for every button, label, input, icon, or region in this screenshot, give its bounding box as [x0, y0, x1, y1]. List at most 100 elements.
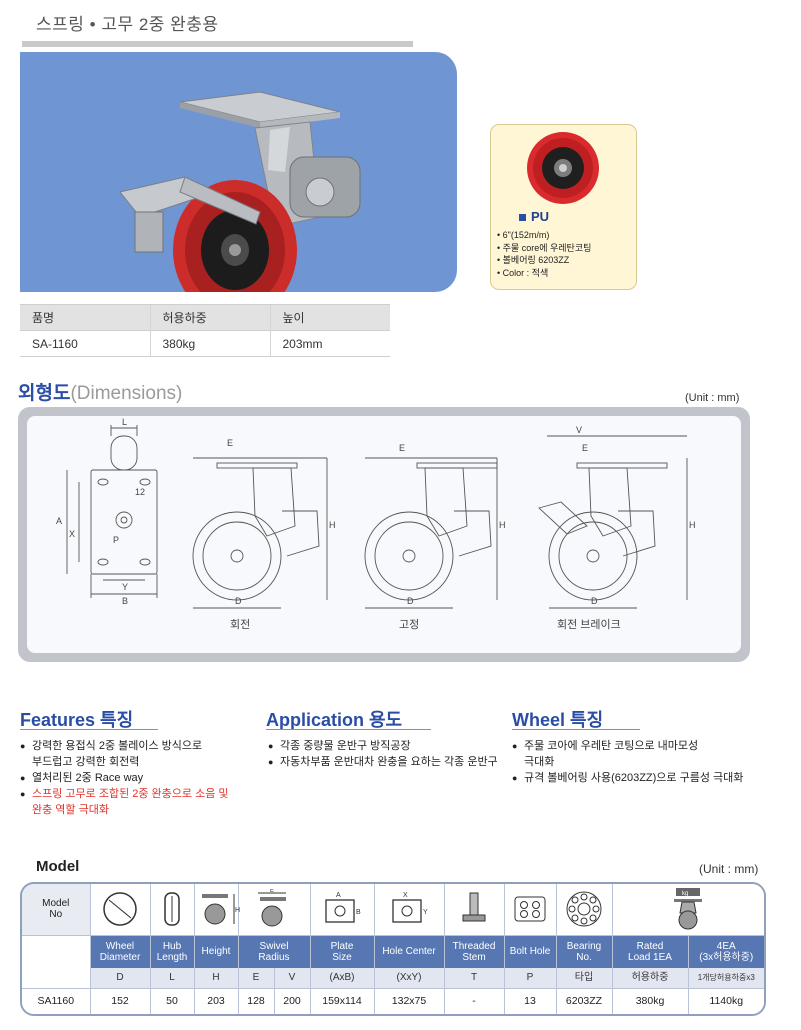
- threaded-stem-icon-cell: [444, 884, 505, 936]
- col-code: V: [274, 968, 311, 989]
- col-name: Bolt Hole: [504, 935, 557, 968]
- bolt-hole-icon: [514, 896, 546, 922]
- bearing-icon: [566, 891, 602, 927]
- col-name: Hole Center: [374, 935, 445, 968]
- feature-item: 부드럽고 강력한 회전력: [32, 756, 140, 768]
- wheel-diameter-icon: [103, 892, 137, 926]
- dimensions-inner: [27, 416, 741, 653]
- hole-icon-label-x: X: [403, 892, 408, 899]
- model-code-row: D L H E V (AxB) (XxY) T P 타입 허용하중 1개당허용하…: [22, 968, 764, 989]
- application-list: 각종 중량물 운반구 방직공장 자동차부품 운반대차 완충을 요하는 각종 운반…: [268, 738, 508, 770]
- col-value: 380kg: [612, 988, 689, 1014]
- wheel-spec-item: • Color : 적색: [497, 267, 549, 278]
- wheel-info-card: PU • 6"(152m/m) • 주물 core에 우레탄코팅 • 볼베어링 …: [490, 124, 637, 290]
- dim-label-e: E: [582, 443, 588, 453]
- feature-item: 강력한 용접식 2중 볼레이스 방식으로: [20, 738, 250, 754]
- threaded-stem-icon: [462, 892, 486, 922]
- col-code: T: [444, 968, 505, 989]
- col-name: Bearing No.: [556, 935, 613, 968]
- pu-wheel-image: [527, 132, 599, 204]
- feature-item: 스프링 고무로 조합된 2중 완충으로 소음 및: [20, 786, 250, 802]
- hole-center-icon: XY: [392, 892, 428, 923]
- top-view-labels: L A X Y B P 12: [56, 417, 145, 606]
- height-icon-cell: H: [194, 884, 240, 936]
- col-value: 152: [90, 988, 151, 1014]
- page-title: 스프링 • 고무 2중 완충용: [36, 15, 219, 34]
- application-item: 자동차부품 운반대차 완충을 요하는 각종 운반구: [268, 754, 508, 770]
- height-icon-label: H: [235, 907, 240, 914]
- feature-item: 완충 역할 극대화: [32, 804, 109, 816]
- caster-illustration: [119, 91, 361, 292]
- wheel-diameter-icon-cell: [90, 884, 151, 936]
- wheel-spec-item: • 주물 core에 우레탄코팅: [497, 242, 592, 253]
- col-code: E: [238, 968, 275, 989]
- spec-header: 허용하중: [149, 304, 270, 331]
- header-underline: [22, 41, 413, 47]
- plate-icon-label-a: A: [336, 892, 341, 899]
- col-value: -: [444, 988, 505, 1014]
- dim-label-x: X: [69, 529, 75, 539]
- col-code: 허용하중: [612, 968, 689, 989]
- swivel-brake-labels: V E H D 회전 브레이크: [557, 425, 696, 631]
- col-code: H: [194, 968, 239, 989]
- dim-label-12: 12: [135, 487, 145, 497]
- bearing-icon-cell: [556, 884, 613, 936]
- model-name-row: Wheel Diameter Hub Length Height Swivel …: [22, 935, 764, 968]
- top-view-drawing: [66, 425, 158, 598]
- spec-header-row: 품명 허용하중 높이: [20, 304, 390, 331]
- wheel-type-label: PU: [519, 209, 549, 224]
- dim-label-p: P: [113, 535, 119, 545]
- hub-length-icon-cell: [150, 884, 195, 936]
- dim-label-a: A: [56, 516, 62, 526]
- dim-label-e: E: [399, 443, 405, 453]
- dim-label-d: D: [591, 596, 598, 606]
- wheel-underline: [512, 729, 640, 730]
- swivel-drawing: [192, 457, 328, 609]
- model-no: SA1160: [22, 988, 91, 1014]
- col-name: Wheel Diameter: [90, 935, 151, 968]
- application-item: 각종 중량물 운반구 방직공장: [268, 738, 508, 754]
- dim-label-l: L: [122, 417, 127, 427]
- col-value: 13: [504, 988, 557, 1014]
- dim-label-d: D: [407, 596, 414, 606]
- application-underline: [266, 729, 431, 730]
- wheel-item: 규격 볼베어링 사용(6203ZZ)으로 구름성 극대화: [512, 770, 772, 786]
- col-name: 4EA (3x허용하중): [688, 935, 764, 968]
- dim-label-v: V: [576, 425, 582, 435]
- dim-label-h: H: [499, 520, 506, 530]
- hub-length-icon: [164, 892, 180, 926]
- col-name: Rated Load 1EA: [612, 935, 689, 968]
- height-icon: H: [201, 894, 240, 925]
- features-underline: [20, 729, 158, 730]
- col-value: 128: [238, 988, 275, 1014]
- plate-icon-label-b: B: [356, 909, 361, 916]
- col-code: 타입: [556, 968, 613, 989]
- product-photo: [20, 52, 457, 292]
- dim-label-d: D: [235, 596, 242, 606]
- col-code: 1개당허용하중x3: [688, 968, 764, 989]
- dimensions-unit: (Unit : mm): [685, 392, 740, 404]
- dim-label-e: E: [227, 438, 233, 448]
- spec-header: 품명: [20, 304, 150, 331]
- model-value-row: SA1160 152 50 203 128 200 159x114 132x75…: [22, 988, 764, 1014]
- col-value: 1140kg: [688, 988, 764, 1014]
- wheel-spec-item: • 6"(152m/m): [497, 230, 550, 240]
- col-code: (AxB): [310, 968, 375, 989]
- dim-label-h: H: [329, 520, 336, 530]
- model-no-header: Model No: [22, 884, 91, 936]
- caption-swivel-brake: 회전 브레이크: [557, 618, 621, 631]
- application-title: Application 용도: [266, 710, 403, 730]
- model-title: Model: [36, 858, 80, 875]
- wheel-spec-list: • 6"(152m/m) • 주물 core에 우레탄코팅 • 볼베어링 620…: [497, 229, 591, 279]
- spec-table: 품명 허용하중 높이 SA-1160 380kg 203mm: [20, 304, 390, 357]
- col-value: 132x75: [374, 988, 445, 1014]
- bolt-hole-icon-cell: [504, 884, 557, 936]
- hole-icon-label-y: Y: [423, 909, 428, 916]
- spec-row: SA-1160 380kg 203mm: [20, 330, 390, 357]
- caption-fixed: 고정: [399, 618, 419, 631]
- col-name: Hub Length: [150, 935, 195, 968]
- wheel-item: 주물 코아에 우레탄 코팅으로 내마모성: [512, 738, 772, 754]
- col-name: Height: [194, 935, 239, 968]
